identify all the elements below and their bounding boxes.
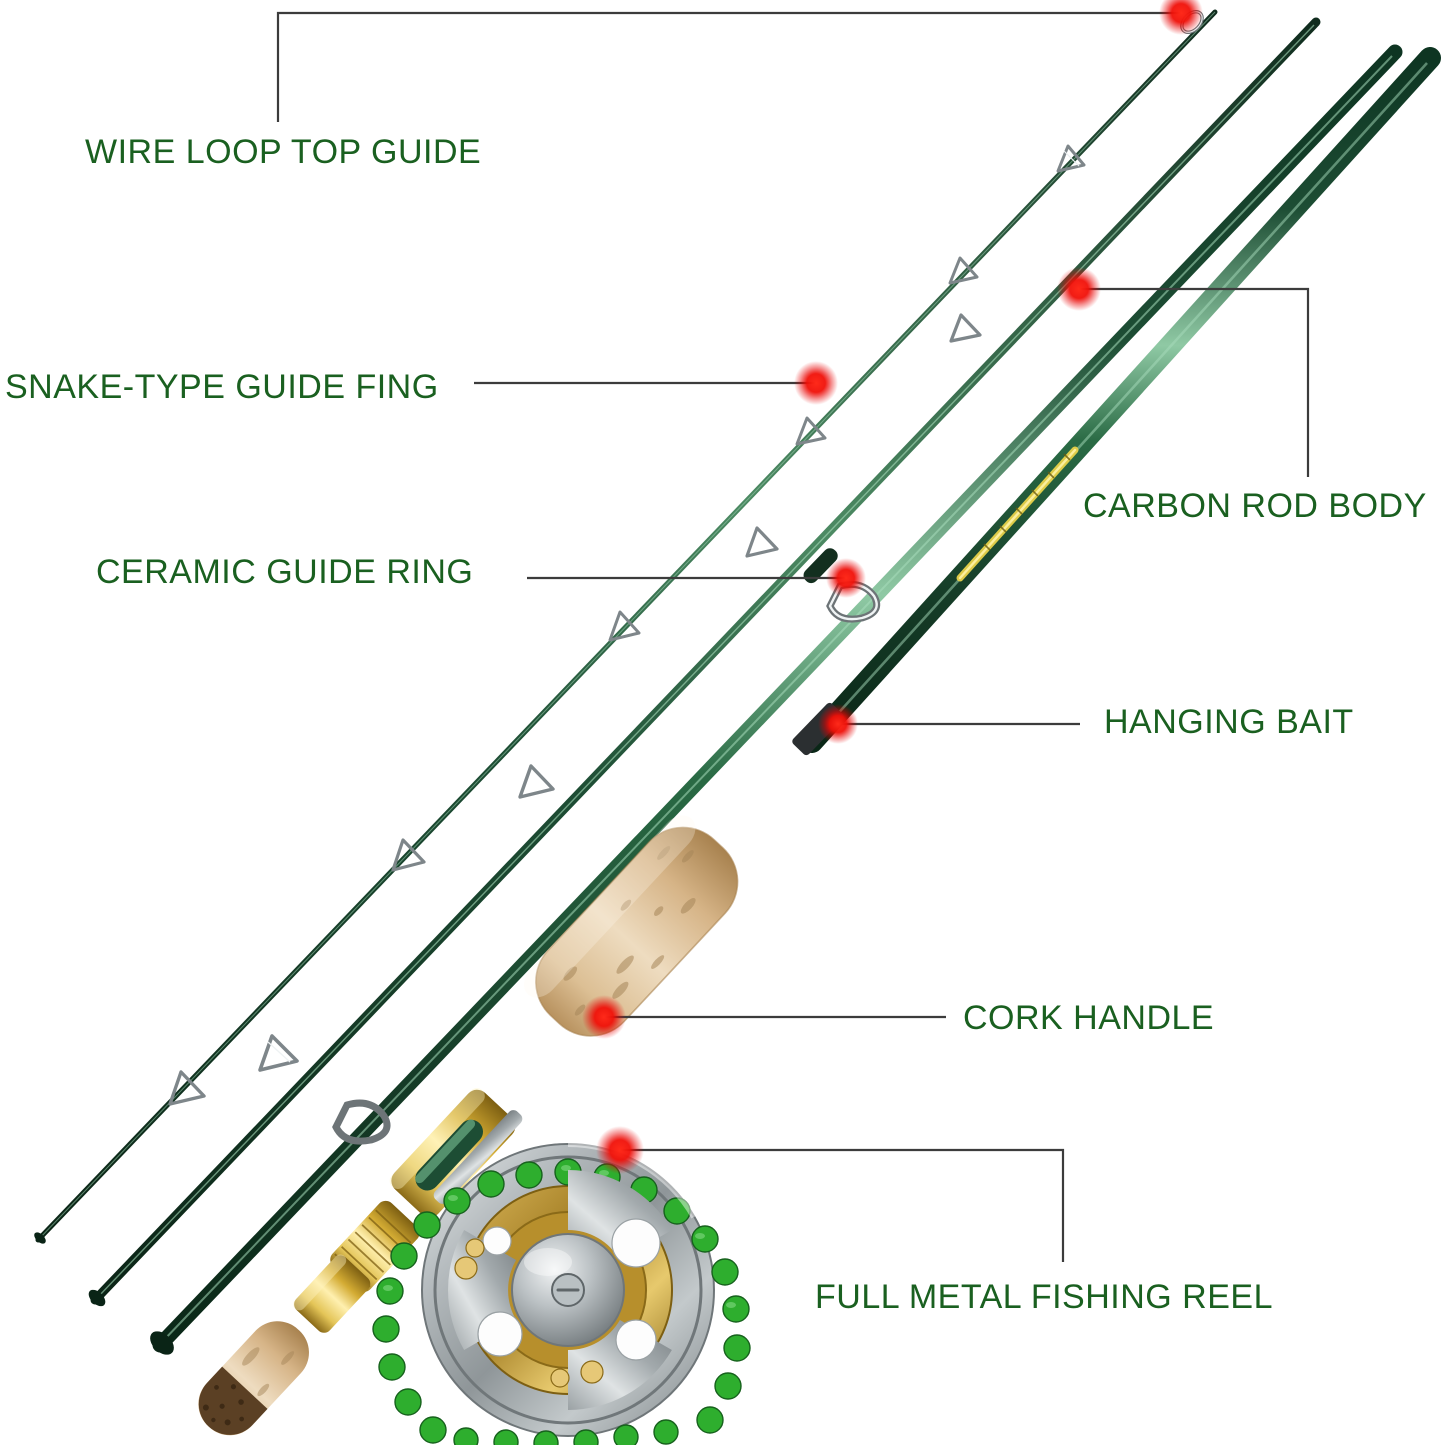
snake-guide-icon xyxy=(608,610,641,642)
snake-guide-icon xyxy=(949,313,982,343)
snake-guide-icon xyxy=(795,416,827,446)
reel-spoke-plate xyxy=(448,1170,672,1410)
butt-cap-part xyxy=(198,1321,309,1436)
snake-guide-icon xyxy=(258,1034,299,1072)
label-snake-type-guide-fing: SNAKE-TYPE GUIDE FING xyxy=(5,368,439,406)
label-cork-handle: CORK HANDLE xyxy=(963,999,1215,1037)
ceramic-guide-ring-icon xyxy=(332,1099,391,1145)
snake-guide-icon xyxy=(1056,144,1086,173)
cork-handle-part xyxy=(523,815,739,1037)
callout-leaders xyxy=(276,11,1310,1262)
label-carbon-rod-body: CARBON ROD BODY xyxy=(1083,487,1427,525)
rod-section-tip xyxy=(34,9,1218,1244)
label-ceramic-guide-ring: CERAMIC GUIDE RING xyxy=(96,553,474,591)
snake-guide-icon xyxy=(948,256,979,285)
snake-guide-icon xyxy=(518,764,555,799)
callout-markers xyxy=(582,0,1203,1174)
snake-guide-icon xyxy=(745,526,779,558)
reel-line-ports xyxy=(372,1158,751,1445)
rod-section-butt xyxy=(792,47,1441,756)
rod-section-second xyxy=(88,17,1321,1307)
snake-guide-icon xyxy=(168,1070,206,1106)
snake-guide-icon xyxy=(391,838,426,872)
fly-reel-part xyxy=(372,1141,751,1445)
label-hanging-bait: HANGING BAIT xyxy=(1104,703,1354,741)
rod-decal xyxy=(956,446,1079,582)
label-wire-loop-top-guide: WIRE LOOP TOP GUIDE xyxy=(85,133,482,171)
label-full-metal-fishing-reel: FULL METAL FISHING REEL xyxy=(815,1278,1273,1316)
reel-seat-part xyxy=(293,1088,523,1333)
